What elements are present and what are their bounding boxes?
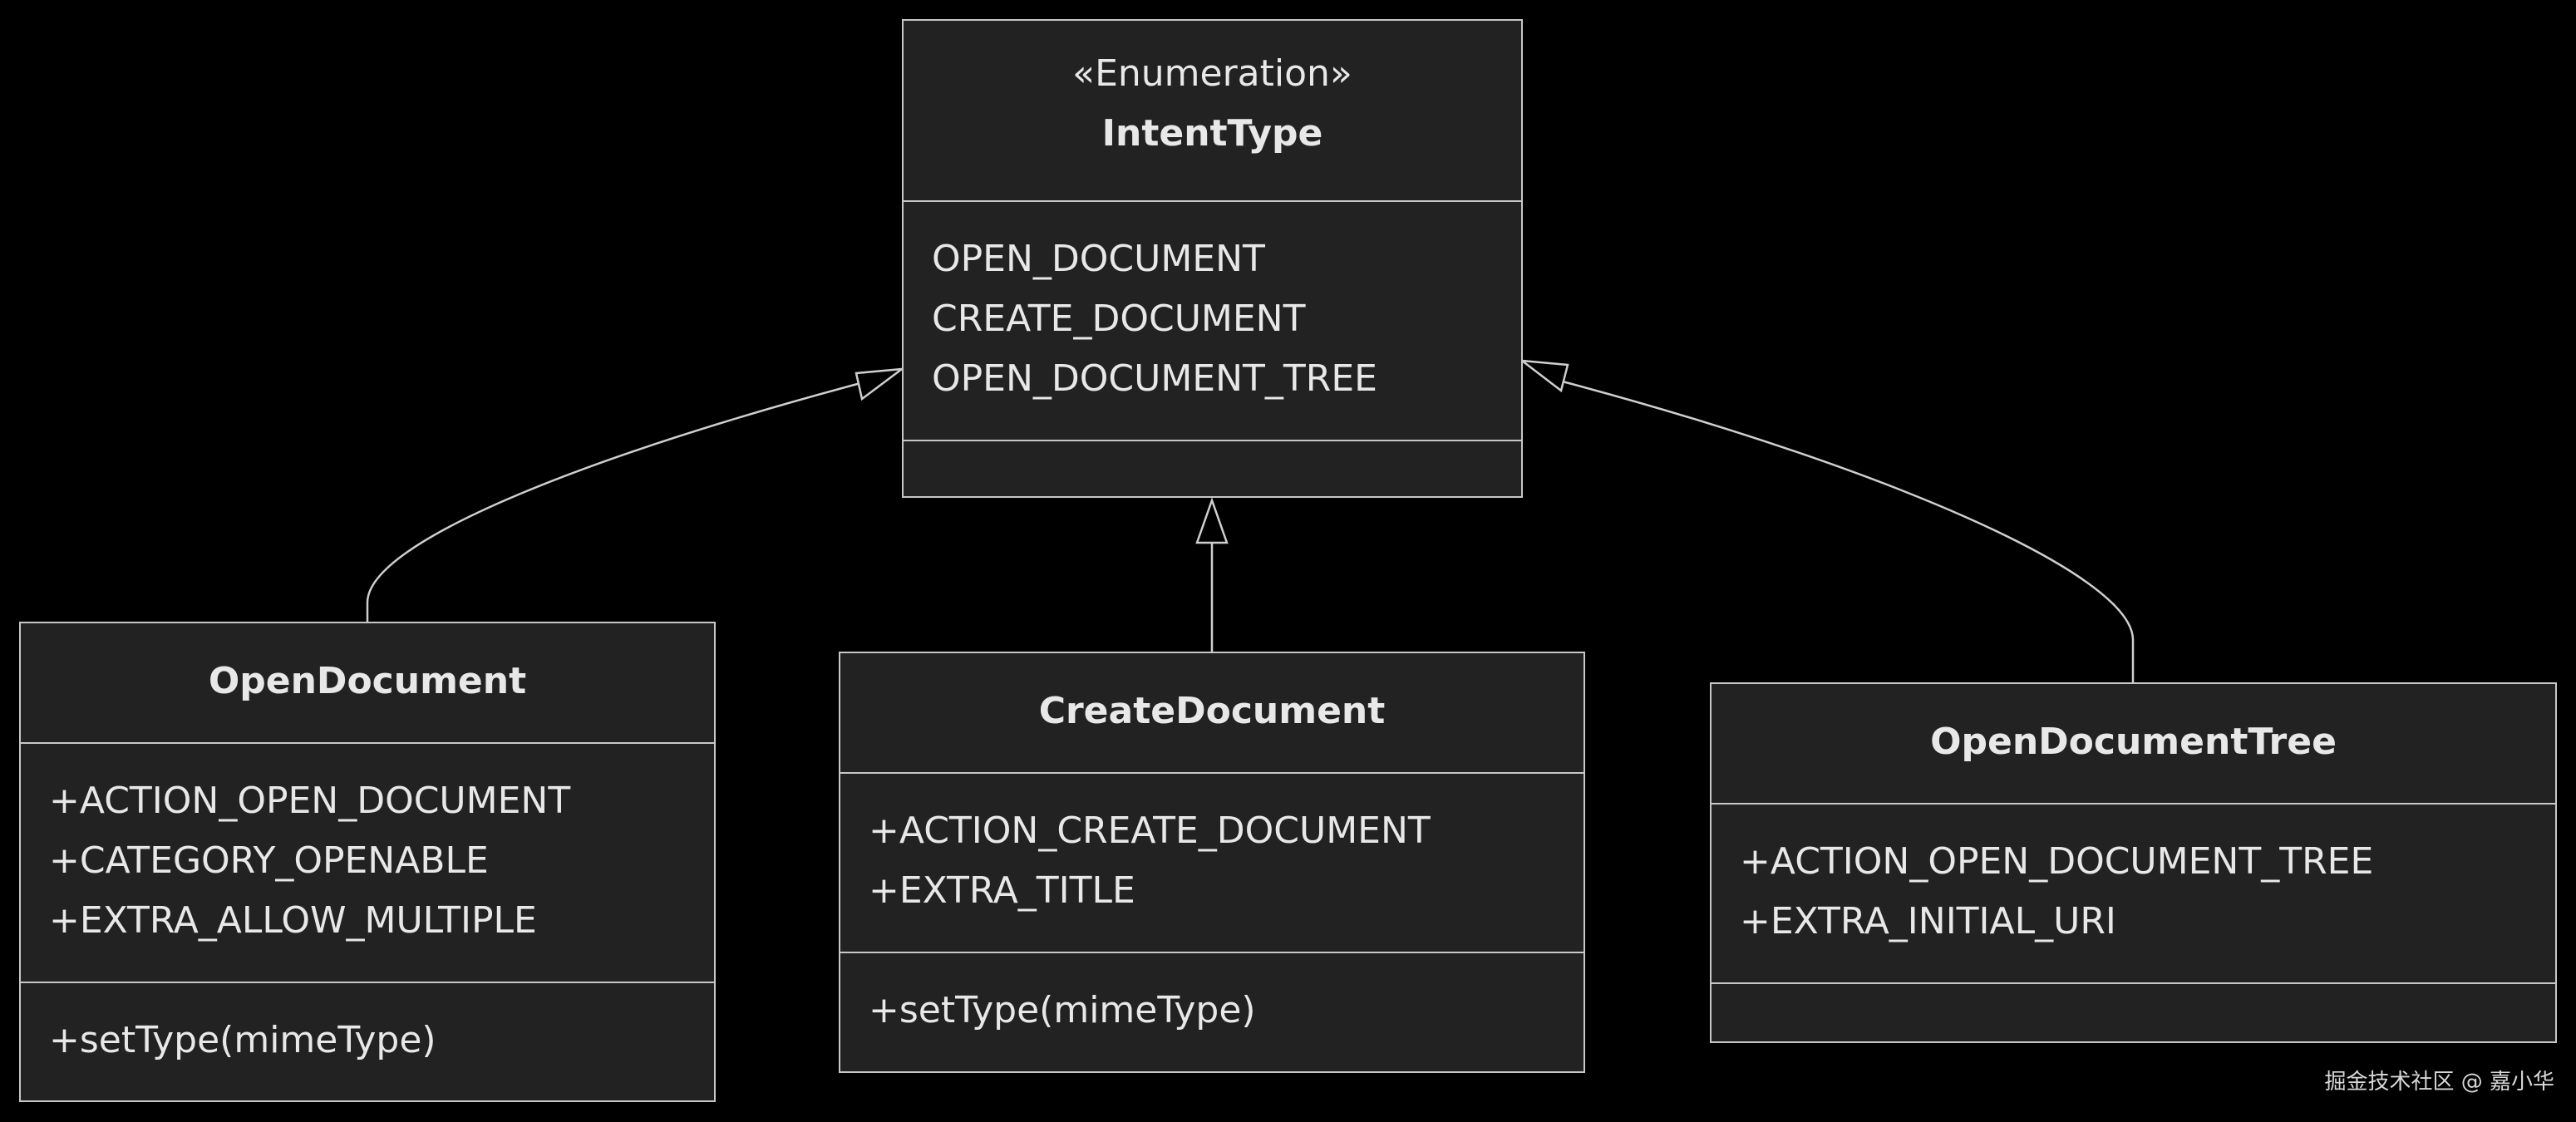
class-opendocumenttree[interactable]: OpenDocumentTree +ACTION_OPEN_DOCUMENT_T… — [1710, 682, 2557, 1043]
class-name: OpenDocument — [208, 660, 527, 702]
class-methods: +setType(mimeType) — [840, 952, 1584, 1071]
class-methods — [904, 440, 1521, 498]
class-name: CreateDocument — [1038, 690, 1386, 732]
edge-opendocumenttree-to-intenttype — [1559, 379, 2135, 682]
class-opendocument[interactable]: OpenDocument +ACTION_OPEN_DOCUMENT +CATE… — [19, 622, 716, 1102]
class-header: OpenDocument — [21, 652, 714, 741]
class-intenttype[interactable]: «Enumeration» IntentType OPEN_DOCUMENT C… — [902, 19, 1523, 498]
method-item: +setType(mimeType) — [869, 989, 1256, 1031]
class-createdocument[interactable]: CreateDocument +ACTION_CREATE_DOCUMENT +… — [839, 652, 1585, 1073]
class-header: CreateDocument — [840, 682, 1584, 771]
attribute-item: +ACTION_OPEN_DOCUMENT_TREE — [1740, 840, 2374, 883]
class-stereotype: «Enumeration» — [1072, 52, 1352, 95]
class-attributes: +ACTION_CREATE_DOCUMENT +EXTRA_TITLE — [840, 772, 1584, 952]
arrowhead-opendocumenttree — [1518, 359, 1569, 393]
attribute-item: +ACTION_CREATE_DOCUMENT — [869, 810, 1431, 852]
arrowhead-opendocument — [855, 367, 906, 401]
attribute-item: CREATE_DOCUMENT — [932, 298, 1306, 340]
edge-opendocument-to-intenttype — [366, 381, 864, 622]
class-attributes: +ACTION_OPEN_DOCUMENT +CATEGORY_OPENABLE… — [21, 742, 714, 982]
class-methods — [1712, 982, 2555, 1041]
watermark: 掘金技术社区 @ 嘉小华 — [2324, 1070, 2554, 1095]
class-name: IntentType — [1101, 112, 1323, 155]
attribute-item: +CATEGORY_OPENABLE — [49, 839, 489, 882]
attribute-item: +EXTRA_INITIAL_URI — [1740, 900, 2116, 942]
attribute-item: +ACTION_OPEN_DOCUMENT — [49, 780, 571, 822]
class-header: «Enumeration» IntentType — [904, 44, 1521, 199]
arrowhead-createdocument — [1195, 497, 1229, 544]
class-methods: +setType(mimeType) — [21, 982, 714, 1101]
attribute-item: +EXTRA_TITLE — [869, 869, 1135, 912]
attribute-item: OPEN_DOCUMENT_TREE — [932, 357, 1377, 400]
attribute-item: +EXTRA_ALLOW_MULTIPLE — [49, 899, 537, 942]
class-header: OpenDocumentTree — [1712, 712, 2555, 802]
attribute-item: OPEN_DOCUMENT — [932, 238, 1265, 280]
class-attributes: +ACTION_OPEN_DOCUMENT_TREE +EXTRA_INITIA… — [1712, 803, 2555, 982]
class-name: OpenDocumentTree — [1930, 721, 2337, 763]
class-attributes: OPEN_DOCUMENT CREATE_DOCUMENT OPEN_DOCUM… — [904, 200, 1521, 440]
method-item: +setType(mimeType) — [49, 1019, 436, 1061]
